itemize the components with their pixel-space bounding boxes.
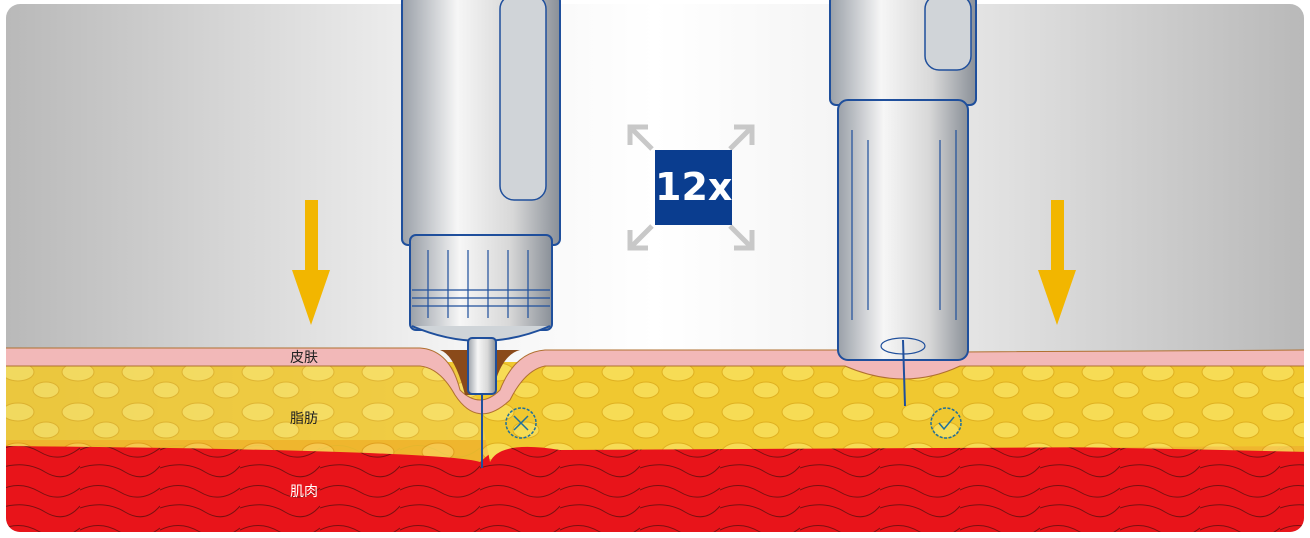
skin-label: 皮肤 <box>290 350 318 366</box>
muscle-layer <box>6 440 1304 532</box>
down-arrow-right-icon <box>1038 200 1076 325</box>
down-arrow-left-icon <box>292 200 330 325</box>
magnification-badge: 12x <box>655 150 732 225</box>
skin-layer <box>6 347 1304 415</box>
x-circle-icon <box>505 407 537 439</box>
magnify-corners-icon <box>627 124 755 251</box>
fat-label: 脂肪 <box>290 411 318 427</box>
down-arrows <box>292 200 1076 325</box>
check-circle-icon <box>930 407 962 439</box>
pen-right <box>829 0 977 407</box>
pen-left <box>401 0 561 468</box>
muscle-label: 肌肉 <box>290 484 318 500</box>
